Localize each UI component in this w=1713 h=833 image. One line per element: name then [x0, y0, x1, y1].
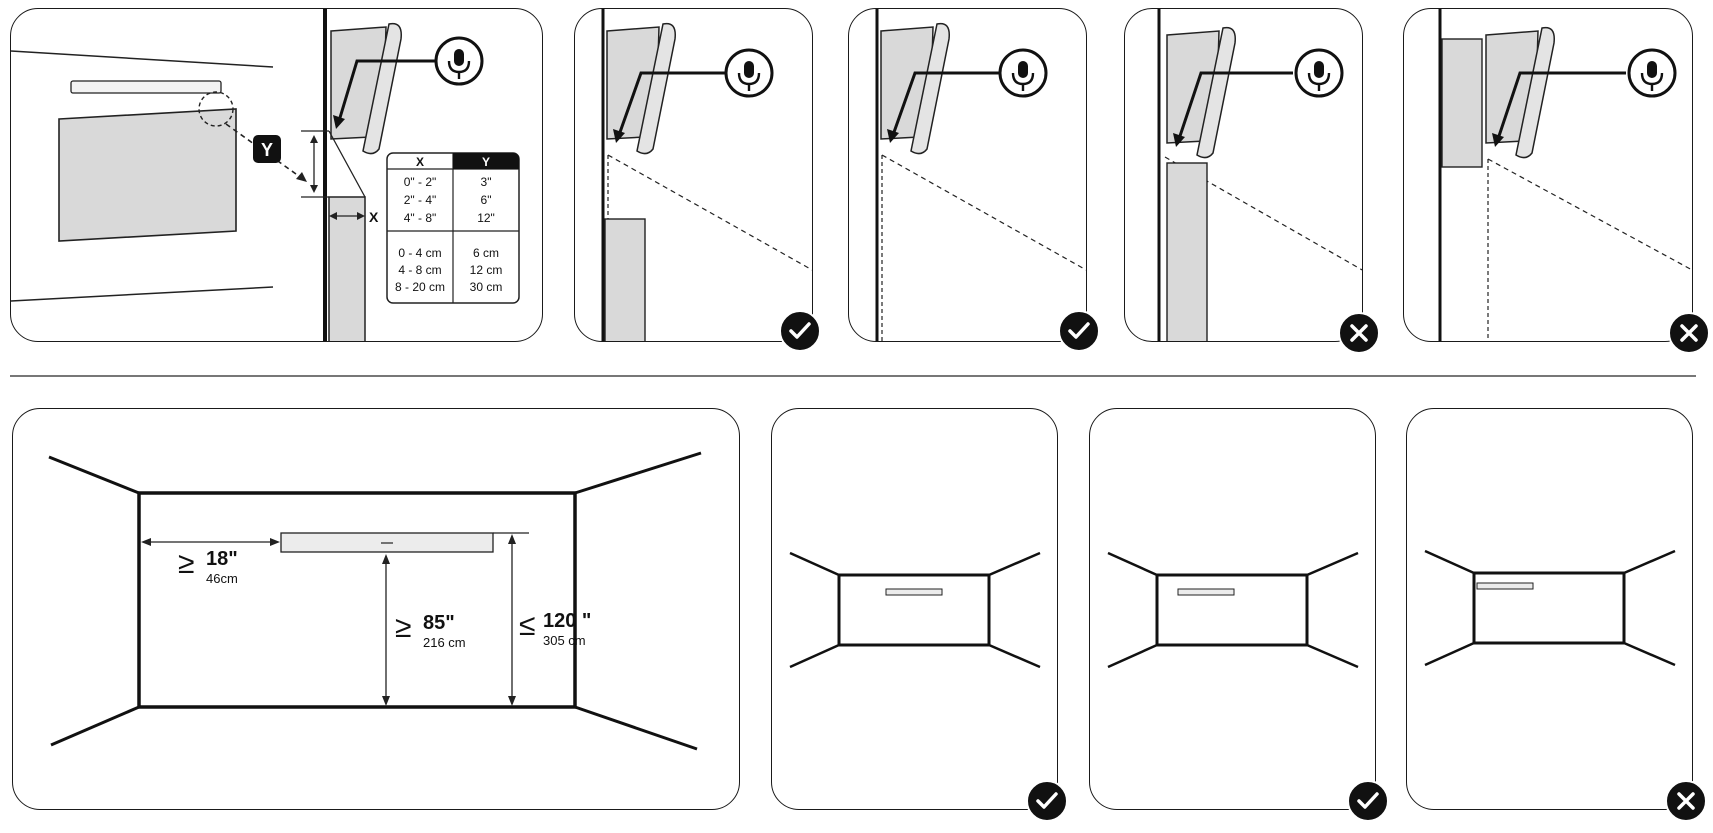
- wall-outline: [137, 491, 577, 709]
- mount-clearance-illustration: Y X: [11, 9, 520, 341]
- side-min-cm: 46cm: [206, 571, 238, 586]
- ge-symbol: ≥: [178, 547, 194, 580]
- table-cell: 12 cm: [470, 263, 503, 277]
- tv-side-view: [328, 196, 366, 341]
- cross-icon: [1665, 780, 1707, 822]
- height-min-inches: 85": [423, 612, 455, 634]
- table-cell: 8 - 20 cm: [395, 280, 445, 294]
- le-symbol: ≤: [519, 609, 535, 642]
- microphone-icon: [1294, 48, 1344, 98]
- table-cell: 6": [481, 193, 492, 207]
- microphone-icon: [998, 48, 1048, 98]
- clearance-table: X Y 0" - 2" 2" - 4" 4" - 8" 3" 6" 12" 0 …: [386, 152, 520, 304]
- table-header-y: Y: [482, 155, 490, 169]
- table-cell: 0" - 2": [404, 175, 437, 189]
- soundbar-shape: [1476, 582, 1534, 590]
- clearance-example-illustration: [875, 9, 1086, 341]
- clearance-example-1: [574, 8, 813, 342]
- y-badge-label: Y: [261, 140, 273, 160]
- table-cell: 4 - 8 cm: [398, 263, 441, 277]
- soundbar-shape: [885, 588, 943, 596]
- mount-clearance-panel: Y X: [10, 8, 543, 342]
- room-placement-illustration: [789, 551, 1041, 669]
- soundbar-shape: [70, 80, 222, 94]
- height-max-cm: 305 cm: [543, 633, 586, 648]
- height-min-cm: 216 cm: [423, 635, 466, 650]
- check-icon: [1058, 310, 1100, 352]
- cross-icon: [1668, 312, 1710, 354]
- room-placement-illustration: ≥ 18" 46cm ≥ 85" 216 cm ≤ 120 " 305 cm: [48, 451, 702, 751]
- clearance-example-3: [1124, 8, 1363, 342]
- check-icon: [1026, 780, 1068, 822]
- ge-symbol: ≥: [395, 611, 411, 644]
- room-placement-illustration: [1107, 551, 1359, 669]
- microphone-icon: [434, 36, 484, 86]
- microphone-icon: [1627, 48, 1677, 98]
- table-cell: 0 - 4 cm: [398, 246, 441, 260]
- soundbar-shape: [1177, 588, 1235, 596]
- clearance-example-illustration: [1157, 9, 1362, 341]
- clearance-example-illustration: [601, 9, 812, 341]
- clearance-example-2: [848, 8, 1087, 342]
- height-max-inches: 120 ": [543, 610, 591, 632]
- microphone-icon: [724, 48, 774, 98]
- section-divider: [10, 375, 1696, 377]
- placement-example-3: [1406, 408, 1693, 810]
- check-icon: [779, 310, 821, 352]
- table-cell: 4" - 8": [404, 211, 437, 225]
- table-cell: 6 cm: [473, 246, 499, 260]
- check-icon: [1347, 780, 1389, 822]
- placement-example-2: [1089, 408, 1376, 810]
- clearance-example-4: [1403, 8, 1693, 342]
- x-label: X: [369, 209, 379, 225]
- placement-example-1: [771, 408, 1058, 810]
- table-cell: 2" - 4": [404, 193, 437, 207]
- placement-dimensions-panel: ≥ 18" 46cm ≥ 85" 216 cm ≤ 120 " 305 cm: [12, 408, 740, 810]
- y-badge: [253, 135, 281, 163]
- table-header-x: X: [416, 155, 424, 169]
- cross-icon: [1338, 312, 1380, 354]
- room-placement-illustration: [1424, 549, 1676, 667]
- table-cell: 3": [481, 175, 492, 189]
- table-cell: 12": [477, 211, 495, 225]
- tv-shape: [58, 108, 237, 242]
- table-cell: 30 cm: [470, 280, 503, 294]
- side-min-inches: 18": [206, 548, 238, 570]
- clearance-example-illustration: [1438, 9, 1692, 341]
